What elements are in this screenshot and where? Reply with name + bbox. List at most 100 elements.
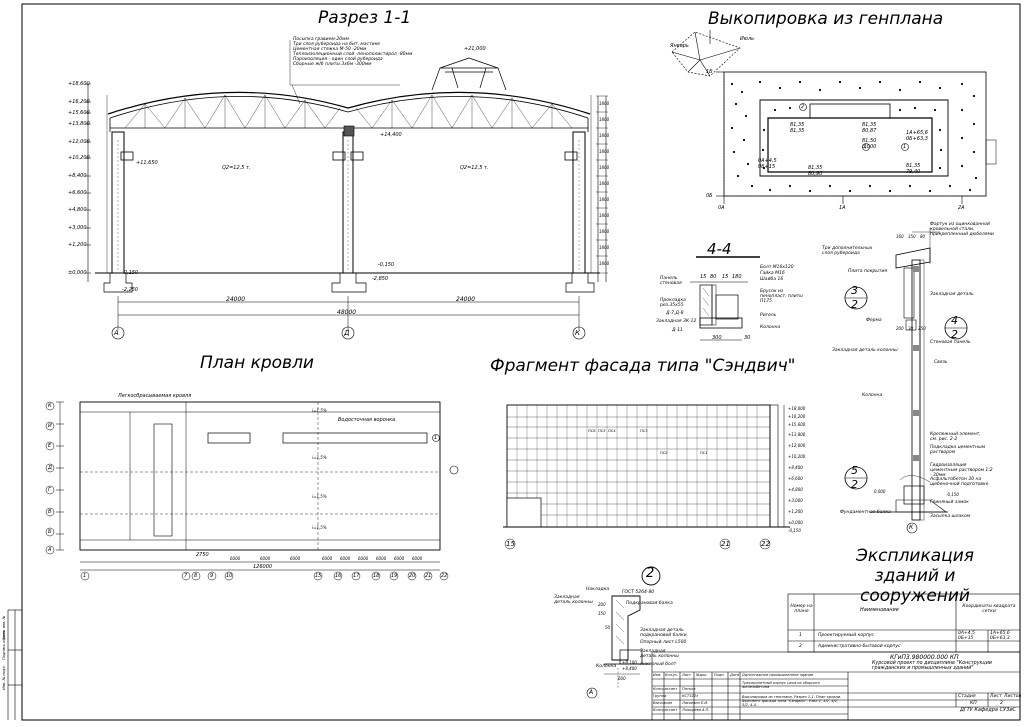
- callout: Закладная деталь подкрановой балки: [640, 628, 687, 638]
- level-mark: +3,000: [788, 498, 803, 503]
- roof-label: Легкосбрасываемая кровля: [118, 393, 192, 399]
- panel-code: ПС6: [588, 429, 596, 433]
- stamp-person: Пятков: [682, 687, 696, 691]
- callout: Ригель: [760, 313, 777, 318]
- dim-value: 6000: [340, 556, 351, 561]
- dim-value: 15: [700, 274, 707, 280]
- level-mark: -0,150: [946, 492, 959, 497]
- span-left: 24000: [226, 296, 246, 303]
- detail-2-axis: А: [589, 689, 594, 696]
- slope-1: i=1,5%: [312, 408, 327, 413]
- stamp-stage: КП: [970, 701, 977, 706]
- stamp-sheet-title: Одноэтажное промышленное здание: [742, 673, 814, 677]
- dim-value: 1800: [599, 133, 610, 138]
- callout: Д-11: [672, 328, 683, 333]
- stamp-sheet-desc: Трехпролетный корпус цеха из сборного же…: [742, 681, 820, 689]
- col-label: 7: [184, 573, 188, 579]
- stamp-role: Выполнил: [653, 701, 673, 705]
- dim-value: 250: [918, 326, 926, 331]
- dim-value: 1800: [599, 261, 610, 266]
- roof-layer: Теплоизоляционный слой -пенополистирол -…: [293, 52, 413, 57]
- coord-b2: 0Б+63,3: [906, 136, 928, 142]
- callout: Связь: [934, 360, 948, 365]
- side-label: Взам. инв. №: [2, 615, 6, 640]
- stamp-person: Ласкевич Е.И.: [682, 701, 709, 705]
- dim-value: 1800: [599, 229, 610, 234]
- dim-value: 1800: [599, 181, 610, 186]
- callout-5-den: 2: [851, 478, 858, 491]
- level-mark: +10,200: [788, 454, 806, 459]
- dim-value: +8,100: [622, 660, 637, 665]
- stamp-sheets-hdr: Листов: [1004, 694, 1022, 699]
- stamp-col: Лист: [682, 673, 691, 677]
- callout: Панель стеновая: [660, 276, 682, 286]
- roof-layer: Цементная стяжка М-50 -20мм: [293, 47, 367, 52]
- roof-total: 126000: [253, 564, 273, 570]
- row-label: Г: [48, 487, 51, 493]
- stamp-org: ДГТУ Кафедра СУЗиС: [959, 707, 1017, 713]
- col-label: 16: [335, 573, 342, 579]
- callout: Закладная деталь колонны: [554, 595, 593, 605]
- section-mark-neg2: -2,250: [122, 287, 139, 293]
- facade-axis-22: 22: [761, 540, 770, 548]
- grid-0b: 0Б: [706, 193, 713, 199]
- col-label: 9: [210, 573, 214, 579]
- explication-title: Экспликация зданий и сооружений: [855, 546, 975, 606]
- callout: Глиняный замок: [930, 500, 969, 505]
- stamp-col: Изм.: [653, 673, 662, 677]
- callout-3-num: 3: [851, 284, 858, 297]
- elevation: 81,50: [862, 138, 877, 144]
- coord-b: 1А+65,6: [906, 130, 928, 136]
- crane-right: Q2=12,5 т.: [460, 165, 489, 171]
- grid-0a: 0А: [718, 205, 725, 211]
- wall-axis: К: [909, 524, 914, 531]
- grid-2a: 2А: [958, 205, 965, 211]
- callout: Опорный лист L500: [640, 640, 687, 645]
- elevation: 81,35: [808, 165, 823, 171]
- callout: Крепежный элемент, см. рис. 2-2: [930, 432, 981, 442]
- section-mark-neg-c: -0,150: [378, 262, 395, 268]
- panel-code: ПС5: [598, 429, 606, 433]
- dim-value: 80: [710, 274, 717, 280]
- elevation: 80,90: [808, 171, 823, 177]
- level-mark: +4,800: [68, 207, 87, 213]
- genplan: [671, 30, 997, 204]
- callout: Ферма: [866, 318, 882, 323]
- callout: Закладная деталь: [930, 292, 974, 297]
- level-mark: +12,000: [68, 139, 90, 145]
- col-label: 20: [409, 573, 416, 579]
- level-mark: +3,000: [68, 225, 87, 231]
- wall-section: [844, 228, 968, 534]
- dim-value: 1800: [599, 101, 610, 106]
- expl-num: 1: [799, 633, 802, 638]
- callout-4-num: 4: [951, 314, 958, 327]
- dim-value: 160: [896, 234, 904, 239]
- stamp-stage-hdr: Стадия: [958, 694, 976, 699]
- expl-hdr-coord: Координаты квадрата сетки: [962, 604, 1016, 614]
- dim-value: 6000: [376, 556, 387, 561]
- col-label: 19: [391, 573, 398, 579]
- stamp-col: Подп.: [714, 673, 725, 677]
- stamp-person: Лопырева А.П.: [682, 708, 710, 712]
- section-title: Разрез 1-1: [318, 8, 412, 28]
- stamp-title: Курсовой проект по дисциплине "Конструкц…: [872, 661, 992, 671]
- expl-name: Административно-бытовой корпус: [818, 644, 901, 649]
- axis-k: К: [575, 329, 580, 337]
- dim-value: 1800: [599, 117, 610, 122]
- genplan-title: Выкопировка из генплана: [708, 9, 944, 29]
- callout-5-num: 5: [851, 464, 858, 477]
- callout: Плита покрытия: [848, 269, 888, 274]
- panel-code: ПС2: [660, 451, 668, 455]
- detail-2-gost: ГОСТ 5264-80: [622, 590, 655, 595]
- level-mark: +12,000: [788, 443, 806, 448]
- section-roof-layers: Посыпка гравием-20мм Три слоя рубероида …: [293, 37, 412, 67]
- callout: Закладная ЗК-12: [656, 319, 697, 324]
- dim-value: 300: [712, 335, 722, 341]
- callout: Закладная деталь колонны: [832, 348, 898, 353]
- roof-marker: 1: [434, 435, 438, 441]
- section-mark-1: +14,400: [380, 132, 402, 138]
- stamp-col: №док.: [696, 673, 708, 677]
- elevation: 81,35: [862, 122, 877, 128]
- callout: Подкрановая балка: [626, 601, 673, 606]
